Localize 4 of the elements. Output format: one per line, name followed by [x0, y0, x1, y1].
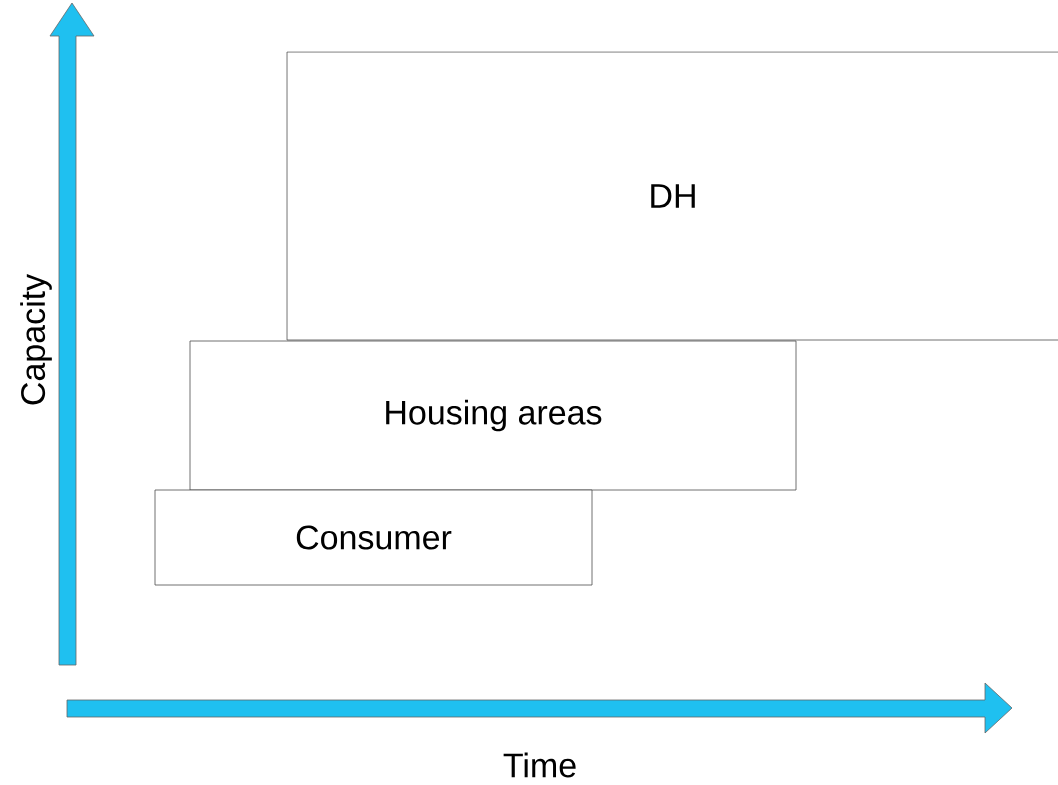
- axis-label: Time: [503, 752, 576, 778]
- box: Consumer: [154, 489, 593, 586]
- box: DH: [286, 51, 1058, 341]
- axis-label: Capacity: [20, 273, 52, 405]
